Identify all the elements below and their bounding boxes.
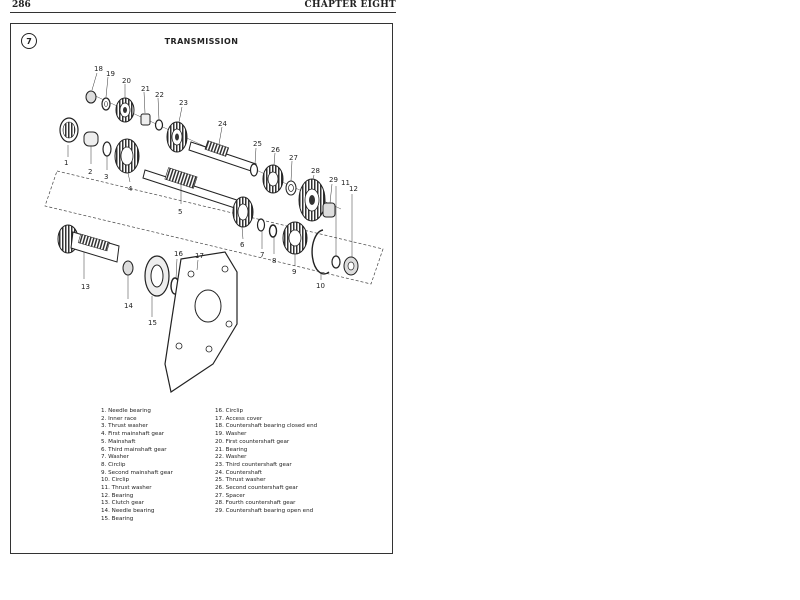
callout-1: 1 <box>64 159 68 167</box>
part-21-bearing <box>140 113 151 126</box>
legend-item: 4. First mainshaft gear <box>101 431 165 438</box>
callout-15: 15 <box>148 319 157 327</box>
part-14-needle-bearing <box>122 260 134 276</box>
callout-27: 27 <box>289 154 298 162</box>
part-13-clutch-gear <box>57 224 120 263</box>
legend-left: 1. Needle bearing 2. Inner race 3. Thrus… <box>101 408 221 524</box>
callout-21: 21 <box>141 85 150 93</box>
legend-item: 28. Fourth countershaft gear <box>215 500 296 507</box>
legend-item: 11. Thrust washer <box>101 485 152 492</box>
part-6-third-mainshaft-gear <box>232 196 254 228</box>
legend-item: 15. Bearing <box>101 515 134 522</box>
callout-6: 6 <box>240 241 245 249</box>
page-number: 286 <box>12 0 31 10</box>
part-11-thrust-washer <box>331 255 341 269</box>
figure-number-badge: 7 <box>21 33 37 49</box>
callout-5: 5 <box>178 208 182 216</box>
part-3-thrust-washer <box>102 141 112 157</box>
part-24-countershaft <box>188 140 257 173</box>
alignment-frame <box>44 170 384 285</box>
callout-28: 28 <box>311 167 320 175</box>
legend-item: 12. Bearing <box>101 492 134 499</box>
part-17-access-cover <box>164 251 238 393</box>
legend-item: 5. Mainshaft <box>101 438 136 445</box>
legend-item: 25. Thrust washer <box>215 477 266 484</box>
legend-item: 8. Circlip <box>101 461 126 468</box>
callout-23: 23 <box>179 99 188 107</box>
part-26-second-countershaft-gear <box>262 164 284 194</box>
callout-11: 11 <box>341 179 350 187</box>
legend-item: 6. Third mainshaft gear <box>101 446 167 453</box>
callout-29: 29 <box>329 176 338 184</box>
legend-item: 9. Second mainshaft gear <box>101 469 173 476</box>
callout-8: 8 <box>272 257 276 265</box>
legend-item: 21. Bearing <box>215 446 248 453</box>
chapter-title: CHAPTER EIGHT <box>304 0 396 10</box>
part-1-needle-bearing <box>59 117 79 143</box>
legend-item: 2. Inner race <box>101 415 137 422</box>
part-22-washer <box>154 119 164 131</box>
callout-26: 26 <box>271 146 280 154</box>
legend-item: 10. Circlip <box>101 477 130 484</box>
legend-item: 23. Third countershaft gear <box>215 461 292 468</box>
legend-item: 17. Access cover <box>215 415 263 422</box>
part-23-third-countershaft-gear <box>166 121 188 153</box>
legend-right: 16. Circlip 17. Access cover 18. Counter… <box>215 408 385 516</box>
legend-item: 3. Thrust washer <box>101 423 149 430</box>
callout-17: 17 <box>195 252 204 260</box>
part-28-fourth-countershaft-gear <box>298 178 326 222</box>
part-18-bearing-closed-end <box>85 90 97 104</box>
part-19-washer <box>101 97 111 111</box>
legend-item: 29. Countershaft bearing open end <box>215 508 314 515</box>
part-29-bearing-open-end <box>322 202 336 218</box>
callout-4: 4 <box>128 185 133 193</box>
part-7-washer <box>256 218 266 232</box>
legend-item: 1. Needle bearing <box>101 408 151 414</box>
part-9-second-mainshaft-gear <box>282 221 308 255</box>
part-12-bearing <box>343 256 359 276</box>
figure-frame: 7 TRANSMISSION <box>10 23 393 554</box>
callout-3: 3 <box>104 173 108 181</box>
part-15-bearing <box>144 255 170 297</box>
part-10-circlip <box>311 229 330 275</box>
callout-10: 10 <box>316 282 325 290</box>
legend-item: 19. Washer <box>215 431 247 438</box>
part-20-first-countershaft-gear <box>115 97 135 123</box>
figure-title: TRANSMISSION <box>164 37 239 46</box>
callout-2: 2 <box>88 168 92 176</box>
legend-item: 24. Countershaft <box>215 469 262 476</box>
legend-item: 22. Washer <box>215 454 247 461</box>
callout-7: 7 <box>260 251 264 259</box>
callout-13: 13 <box>81 283 90 291</box>
legend-item: 18. Countershaft bearing closed end <box>215 423 318 430</box>
legend-item: 20. First countershaft gear <box>215 438 290 445</box>
callout-18: 18 <box>94 65 103 73</box>
part-5-mainshaft <box>142 167 250 213</box>
legend-item: 16. Circlip <box>215 408 244 414</box>
legend-item: 13. Clutch gear <box>101 500 144 507</box>
legend-item: 26. Second countershaft gear <box>215 485 299 492</box>
callout-14: 14 <box>124 302 133 310</box>
transmission-exploded-diagram: 1 2 3 4 5 6 7 8 9 10 11 12 13 14 15 16 1… <box>44 65 384 393</box>
legend-item: 27. Spacer <box>215 492 246 499</box>
part-25-thrust-washer <box>249 163 259 177</box>
legend-item: 7. Washer <box>101 454 129 461</box>
callout-12: 12 <box>349 185 358 193</box>
callout-22: 22 <box>155 91 164 99</box>
callout-20: 20 <box>122 77 131 85</box>
callout-16: 16 <box>174 250 183 258</box>
callout-9: 9 <box>292 268 296 276</box>
part-4-first-mainshaft-gear <box>114 138 140 174</box>
leader-lines <box>67 72 353 317</box>
callout-25: 25 <box>253 140 262 148</box>
part-27-spacer <box>285 180 297 196</box>
callout-19: 19 <box>106 70 115 78</box>
callout-24: 24 <box>218 120 227 128</box>
page-header: 286 CHAPTER EIGHT <box>10 0 396 13</box>
part-2-inner-race <box>83 131 99 147</box>
legend-item: 14. Needle bearing <box>101 508 155 515</box>
part-8-circlip <box>268 224 278 238</box>
